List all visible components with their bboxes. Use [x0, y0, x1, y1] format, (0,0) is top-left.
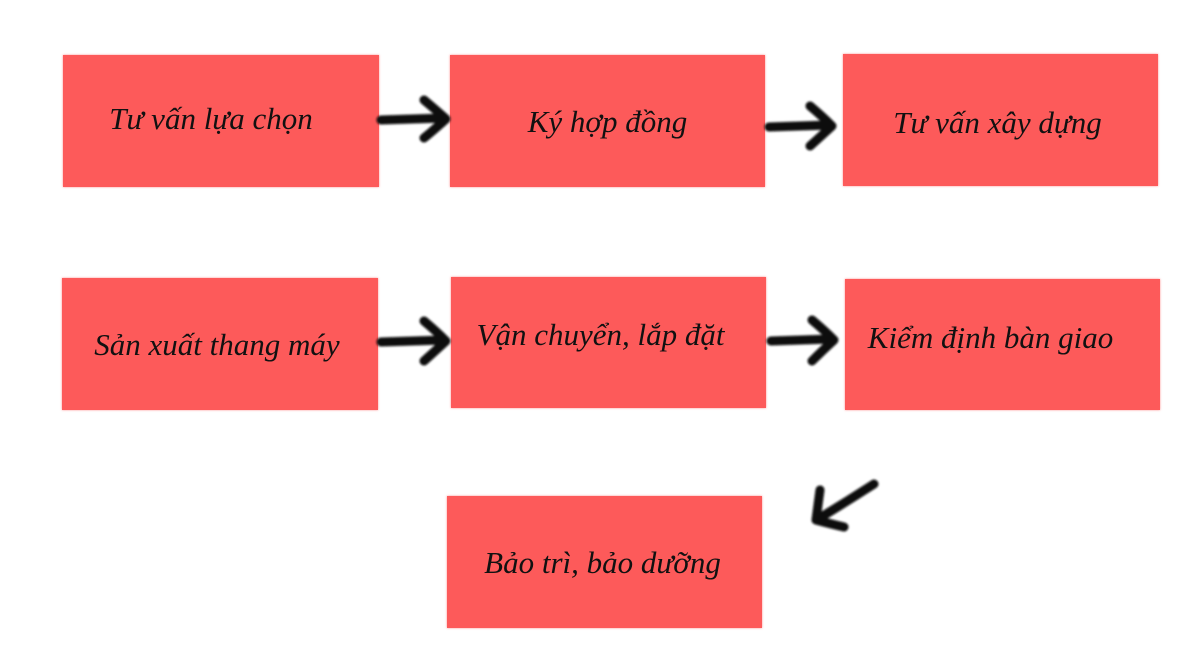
step-label: Ký hợp đồng — [527, 103, 688, 139]
arrow-right-icon — [764, 101, 837, 151]
arrow-right-icon — [766, 315, 839, 366]
step-label: Bảo trì, bảo dưỡng — [484, 544, 721, 580]
step-box-van-chuyen-lap-dat: Vận chuyển, lắp đặt — [451, 277, 766, 408]
step-box-tu-van-lua-chon: Tư vấn lựa chọn — [63, 55, 379, 187]
arrow-down-left-icon — [811, 479, 879, 532]
step-box-kiem-dinh-ban-giao: Kiểm định bàn giao — [845, 279, 1160, 410]
step-label: Vận chuyển, lắp đặt — [476, 317, 725, 352]
step-label: Sản xuất thang máy — [94, 326, 340, 362]
step-label: Tư vấn xây dựng — [893, 104, 1102, 140]
step-box-san-xuat-thang-may: Sản xuất thang máy — [62, 278, 378, 410]
step-label: Tư vấn lựa chọn — [109, 100, 313, 136]
arrow-right-icon — [376, 316, 451, 366]
arrow-right-icon — [376, 95, 451, 143]
step-label: Kiểm định bàn giao — [867, 320, 1114, 355]
step-box-bao-tri-bao-duong: Bảo trì, bảo dưỡng — [447, 496, 762, 628]
step-box-tu-van-xay-dung: Tư vấn xây dựng — [843, 54, 1158, 186]
step-box-ky-hop-dong: Ký hợp đồng — [450, 55, 765, 187]
